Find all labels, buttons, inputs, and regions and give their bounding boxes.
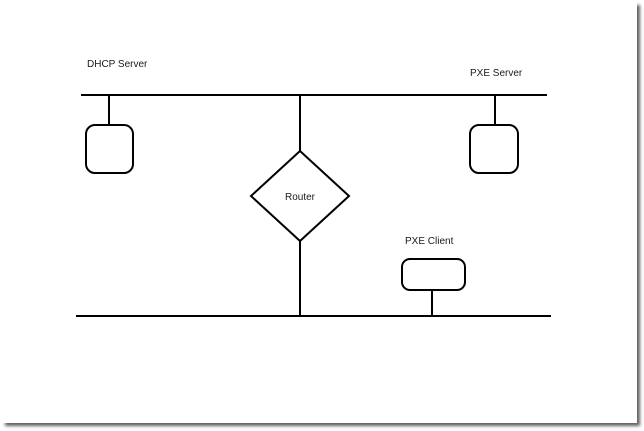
page-background: DHCP Server PXE Server Router PXE Client (76, 59, 551, 317)
pxe-client-shape (401, 258, 466, 291)
dhcp-server-shape (85, 124, 134, 174)
pxe-server-label: PXE Server (470, 68, 523, 79)
pxe-server-shape (469, 124, 519, 174)
router-label: Router (285, 192, 316, 203)
dhcp-server-label: DHCP Server (87, 59, 148, 70)
pxe-client-label: PXE Client (405, 236, 454, 247)
router-shape (249, 149, 351, 243)
